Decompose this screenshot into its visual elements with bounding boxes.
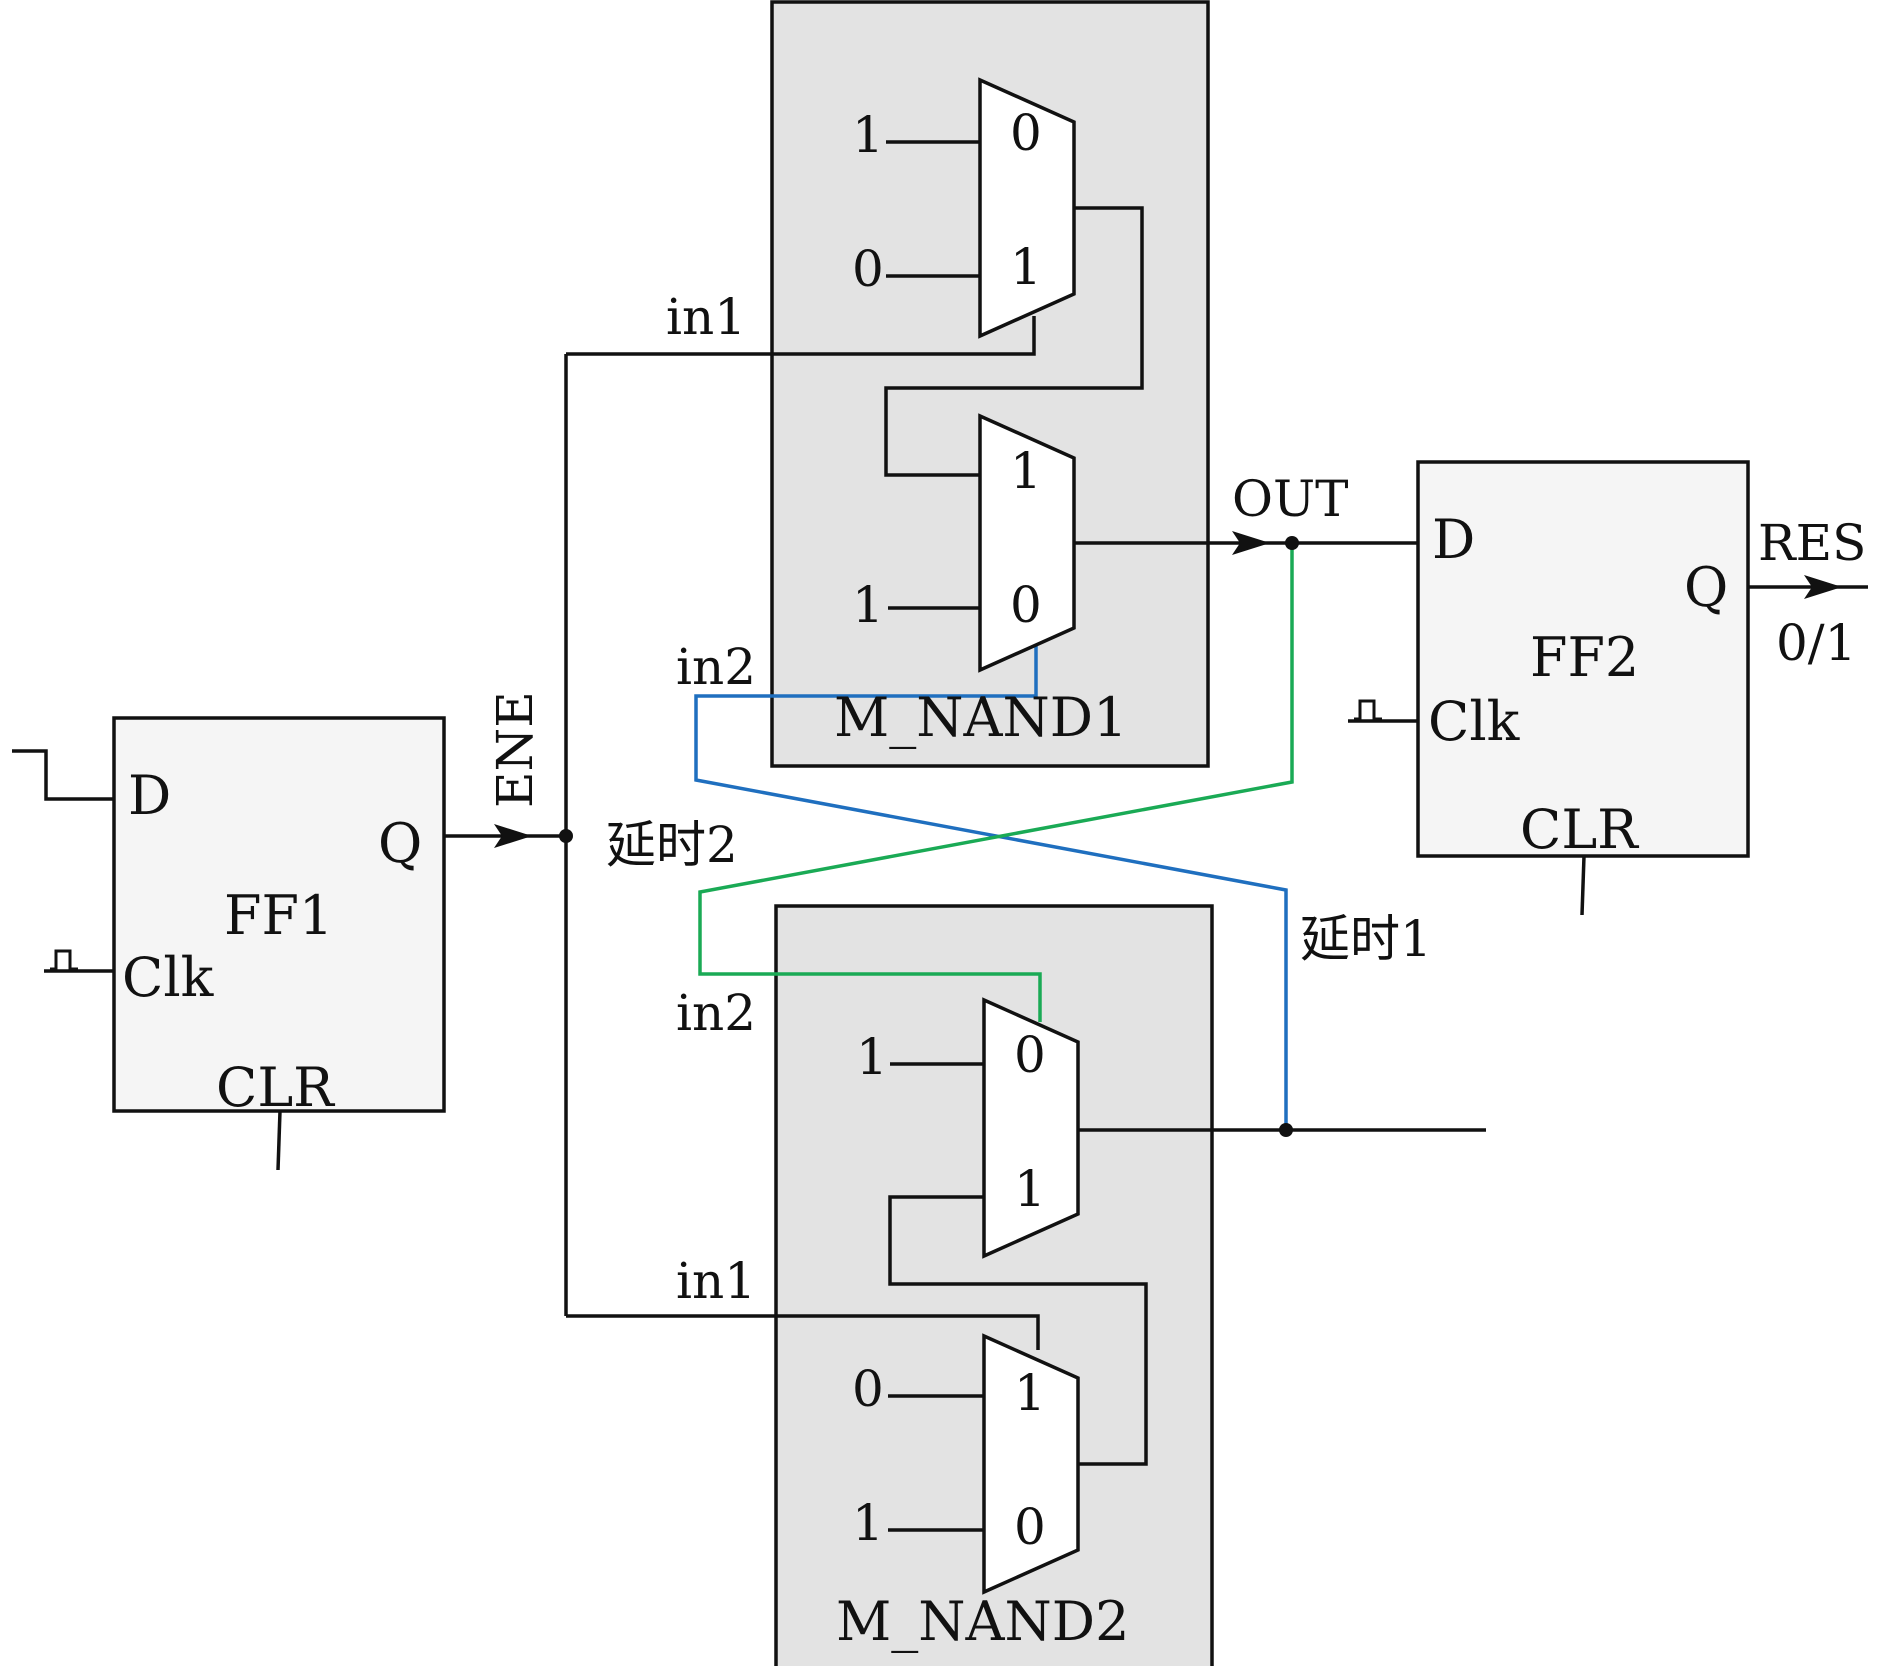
nand2-mux-top-port0: 0 — [1014, 1026, 1046, 1084]
nand2-output-junction — [1279, 1123, 1293, 1137]
nand2-in1-label: in1 — [676, 1252, 756, 1310]
nand2-name: M_NAND2 — [836, 1590, 1129, 1653]
ff1-clk-label: Clk — [122, 946, 215, 1009]
nand1-name: M_NAND1 — [834, 686, 1127, 749]
ff1-q-label: Q — [378, 812, 422, 875]
nand1-in1-label: in1 — [666, 288, 746, 346]
delay1-wire — [694, 646, 1288, 1130]
nand1-mux-top — [978, 77, 1076, 339]
ff2-block — [1416, 460, 1750, 858]
nand2-in2-label: in2 — [676, 984, 756, 1042]
ff2-clk-label: Clk — [1428, 690, 1521, 753]
out-arrow — [1232, 531, 1270, 555]
nand1-mux-top-port1: 1 — [1010, 238, 1042, 296]
ene-junction — [559, 829, 573, 843]
nand2-mux-bottom-port0: 0 — [1014, 1498, 1046, 1556]
res-label: RES — [1758, 514, 1866, 572]
nand1-mux-bottom-port1: 1 — [1010, 442, 1042, 500]
ff2-q-label: Q — [1684, 556, 1728, 619]
ene-label: ENE — [486, 691, 544, 808]
nand1-mux-bottom — [978, 413, 1076, 673]
ff1-d-label: D — [128, 764, 171, 827]
delay2-wire — [698, 543, 1294, 1022]
delay2-label: 延时2 — [606, 816, 738, 874]
ff2-clr-label: CLR — [1520, 798, 1639, 861]
res-value: 0/1 — [1776, 614, 1856, 672]
nand1-mux-top-port0: 0 — [1010, 104, 1042, 162]
nand1-in2-label: in2 — [676, 638, 756, 696]
nand2-mux-bottom — [982, 1333, 1080, 1595]
nand2-mux-bottom-const0: 1 — [852, 1494, 884, 1552]
out-junction — [1285, 536, 1299, 550]
nand2-mux-bottom-port1: 1 — [1014, 1364, 1046, 1422]
nand2-mux-top-const0: 1 — [856, 1028, 888, 1086]
ff2-clock-pulse-icon — [1354, 699, 1382, 721]
nand1-mux-top-const1: 0 — [852, 240, 884, 298]
nand1-mux-top-const0: 1 — [852, 106, 884, 164]
delay1-label: 延时1 — [1300, 910, 1432, 968]
ff2-d-label: D — [1432, 508, 1475, 571]
out-label: OUT — [1232, 470, 1348, 528]
res-arrow — [1804, 575, 1842, 599]
ff1-clock-pulse-icon — [50, 949, 78, 971]
nand1-mux-bottom-port0: 0 — [1010, 576, 1042, 634]
ff1-name: FF1 — [224, 884, 333, 947]
ff1-clr-label: CLR — [216, 1056, 335, 1119]
ff2-name: FF2 — [1530, 626, 1639, 689]
nand2-mux-top-port1: 1 — [1014, 1160, 1046, 1218]
nand2-mux-bottom-const1: 0 — [852, 1360, 884, 1418]
nand1-mux-bottom-const: 1 — [852, 576, 884, 634]
ene-arrow — [494, 824, 532, 848]
nand2-mux-top — [982, 997, 1080, 1259]
